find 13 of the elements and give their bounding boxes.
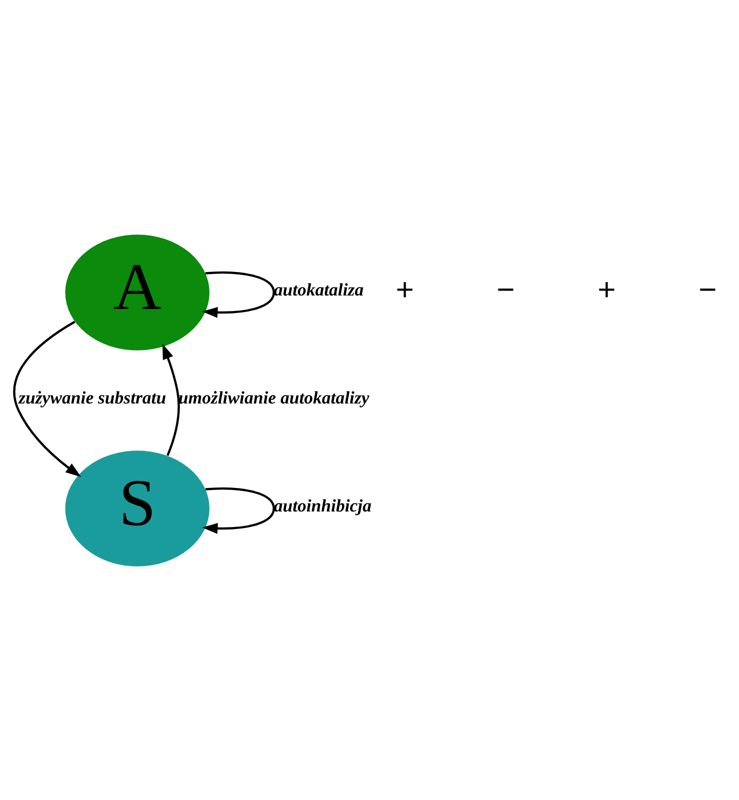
edge-label: zużywanie substratu <box>18 387 166 408</box>
label: + <box>597 272 616 307</box>
arrow <box>12 320 81 476</box>
arrow <box>202 486 274 534</box>
arrow <box>162 343 180 456</box>
label: − <box>698 272 716 307</box>
label: − <box>496 272 514 307</box>
node-ellipse: A <box>64 234 209 350</box>
edge-label: autokataliza <box>273 279 364 300</box>
label: + <box>395 272 414 307</box>
arrow <box>202 270 274 318</box>
edge-label: umożliwianie autokatalizy <box>178 387 369 408</box>
edge-label: autoinhibicja <box>273 495 371 516</box>
